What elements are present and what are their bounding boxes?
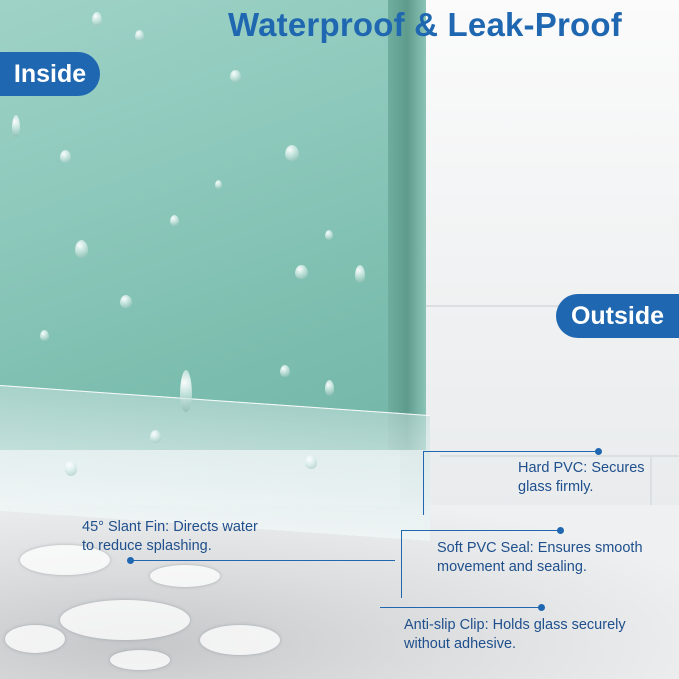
anti-slip-leader [380, 607, 542, 608]
slant-fin-dot [127, 557, 134, 564]
hard-pvc-dot [595, 448, 602, 455]
outside-badge: Outside [556, 294, 679, 338]
soft-seal-leader-vertical [401, 530, 402, 598]
slant-fin-callout: 45° Slant Fin: Directs water to reduce s… [82, 519, 258, 554]
hard-pvc-leader-vertical [423, 451, 424, 515]
inside-badge: Inside [0, 52, 100, 96]
hard-pvc-callout: Hard PVC: Secures glass firmly. [518, 460, 645, 495]
soft-seal-callout: Soft PVC Seal: Ensures smooth movement a… [437, 540, 643, 575]
anti-slip-callout: Anti-slip Clip: Holds glass securely wit… [404, 617, 626, 652]
headline: Waterproof & Leak-Proof [228, 6, 622, 43]
soft-seal-leader [401, 530, 561, 531]
slant-fin-leader [130, 560, 395, 561]
anti-slip-dot [538, 604, 545, 611]
hard-pvc-leader [423, 451, 599, 452]
soft-seal-dot [557, 527, 564, 534]
glass-edge [388, 0, 426, 450]
